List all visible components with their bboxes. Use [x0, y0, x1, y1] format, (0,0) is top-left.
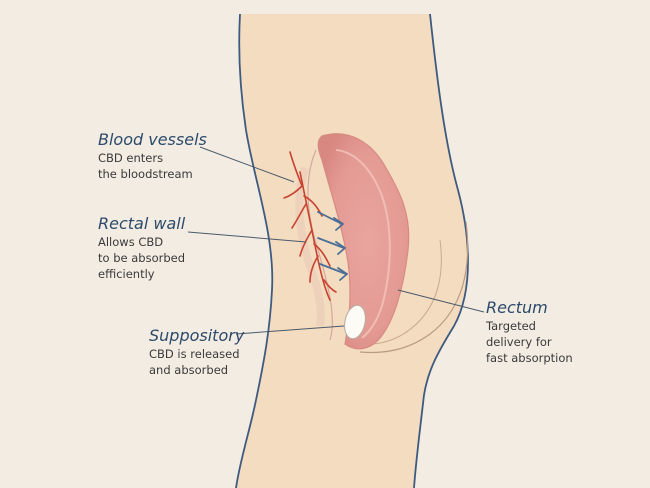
rectum-shape: [317, 133, 410, 350]
rectum-title: Rectum: [486, 298, 548, 317]
arrow-2: [317, 237, 345, 249]
label-suppository: Suppository CBD is released and absorbed: [149, 326, 244, 378]
rectal-wall-line-1: Allows CBD: [98, 235, 164, 249]
rectal-wall-title: Rectal wall: [98, 214, 186, 233]
leader-suppository: [235, 325, 345, 335]
arrow-3: [319, 263, 347, 275]
label-rectum: Rectum Targeted delivery for fast absorp…: [486, 298, 573, 366]
suppository-line-2: and absorbed: [149, 363, 229, 377]
rectal-wall-line-2: to be absorbed: [98, 251, 186, 265]
leader-rectal-wall: [187, 231, 307, 243]
body-outline-left: [235, 13, 274, 488]
blood-vessels: [283, 151, 337, 301]
arrow-1-head: [333, 217, 344, 231]
label-blood-vessels: Blood vessels CBD enters the bloodstream: [98, 130, 207, 182]
rectal-wall-line-3: efficiently: [98, 267, 155, 281]
rectum-line-2: delivery for: [486, 335, 552, 349]
rectum-lumen: [335, 149, 391, 339]
label-rectal-wall: Rectal wall Allows CBD to be absorbed ef…: [98, 214, 185, 282]
arrow-1: [317, 211, 343, 225]
arrow-2-head: [335, 241, 346, 255]
rectum-line-1: Targeted: [486, 319, 536, 333]
arrow-3-head: [337, 267, 348, 281]
blood-vessels-line-1: CBD enters: [98, 151, 164, 165]
buttock-contour-outer: [359, 221, 469, 354]
blood-vessels-line-2: the bloodstream: [98, 167, 193, 181]
rectal-wall-shading: [295, 166, 325, 327]
leader-blood-vessels: [199, 146, 295, 183]
absorption-arrows: [317, 211, 348, 281]
body-outline-right: [413, 13, 469, 488]
leader-rectum: [397, 289, 485, 313]
rectal-wall-outline: [307, 149, 333, 341]
blood-vessels-title: Blood vessels: [98, 130, 207, 149]
suppository-line-1: CBD is released: [149, 347, 240, 361]
leader-lines: [187, 146, 485, 335]
suppository-pellet: [344, 304, 366, 340]
suppository-title: Suppository: [149, 326, 245, 345]
rectum-line-3: fast absorption: [486, 351, 573, 365]
